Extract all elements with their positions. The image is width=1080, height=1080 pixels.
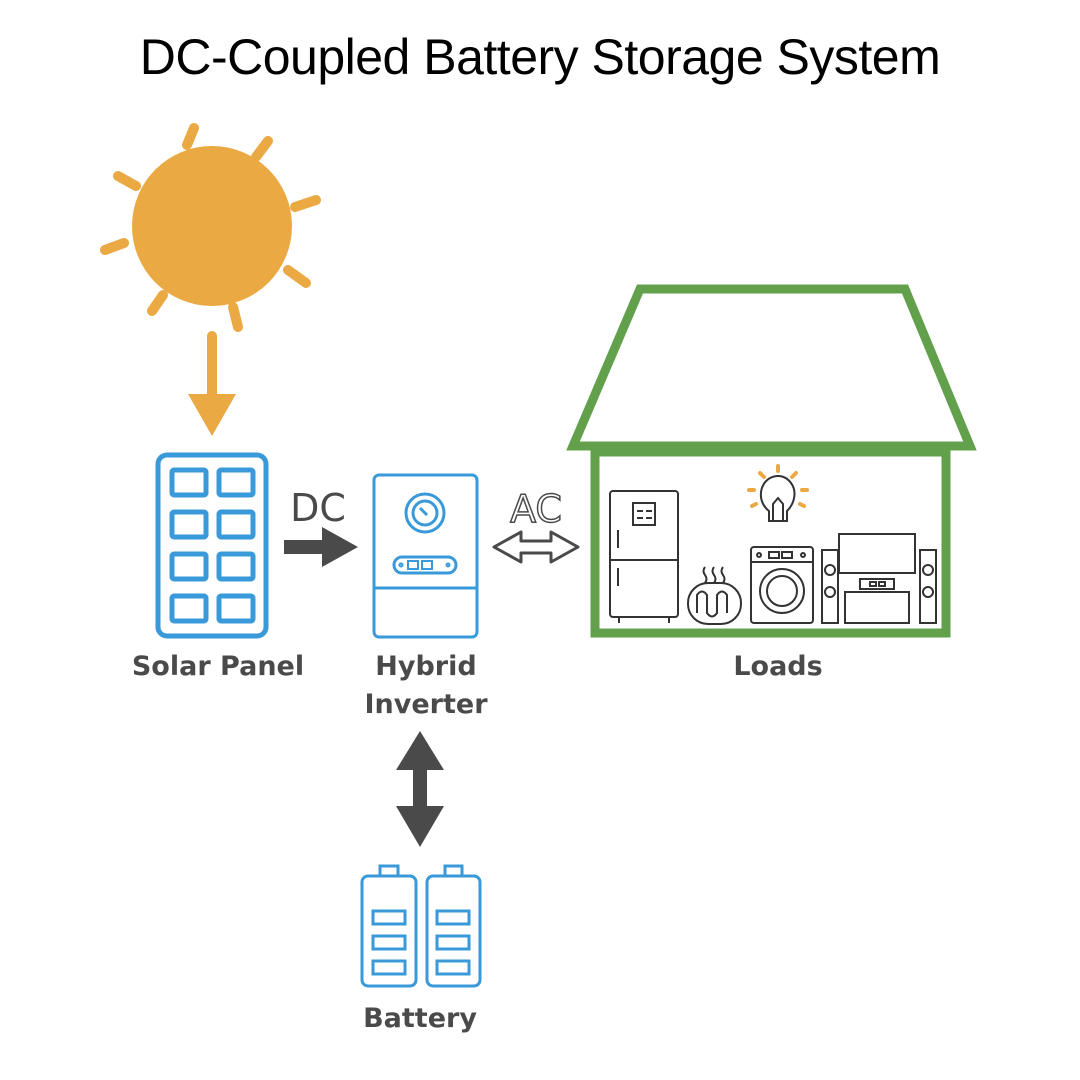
washing-machine-icon xyxy=(750,546,814,624)
solar-panel-label: Solar Panel xyxy=(131,651,305,682)
hybrid-inverter-label: Hybrid Inverter xyxy=(336,648,516,724)
hybrid-inverter-label-line2: Inverter xyxy=(364,689,488,720)
light-bulb-icon xyxy=(747,464,809,522)
hybrid-inverter-icon xyxy=(372,473,479,639)
loads-label: Loads xyxy=(733,651,823,682)
house-icon xyxy=(566,284,977,638)
battery-icon xyxy=(360,864,482,988)
tv-stand-icon xyxy=(821,533,937,624)
refrigerator-icon xyxy=(609,490,679,623)
hybrid-inverter-label-line1: Hybrid xyxy=(375,651,477,682)
sun-icon xyxy=(100,123,321,332)
ac-bidirectional-arrow xyxy=(492,530,580,564)
solar-panel-icon xyxy=(155,452,269,639)
ac-label: AC xyxy=(510,487,562,531)
dc-arrow xyxy=(284,527,358,567)
battery-bidirectional-arrow xyxy=(396,731,444,847)
diagram-title: DC-Coupled Battery Storage System xyxy=(139,29,941,85)
battery-label: Battery xyxy=(363,1003,477,1034)
dc-label: DC xyxy=(290,486,346,530)
heater-icon xyxy=(687,566,742,625)
sunlight-arrow xyxy=(188,331,236,436)
